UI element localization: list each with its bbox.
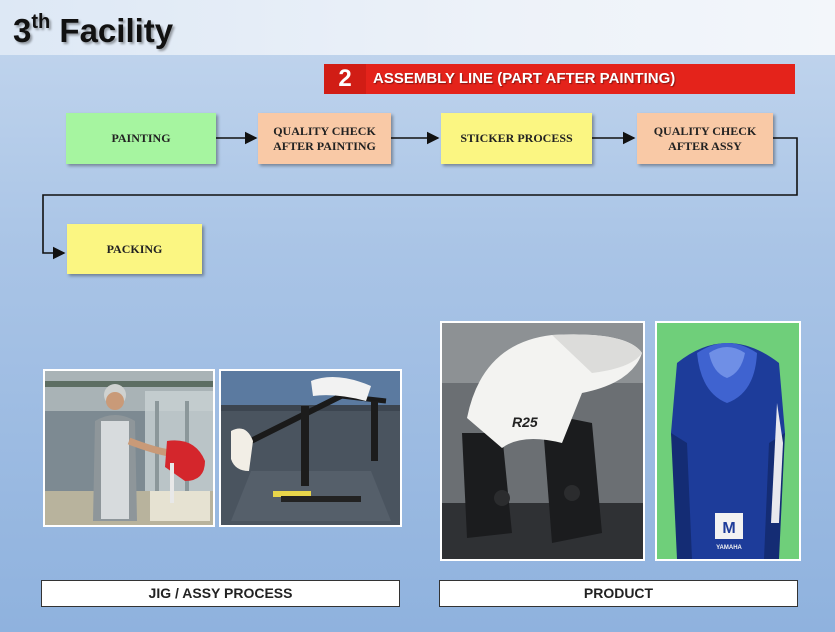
caption-product: PRODUCT [439,580,798,607]
caption-jig-assy-process: JIG / ASSY PROCESS [41,580,400,607]
section-label: ASSEMBLY LINE (PART AFTER PAINTING) [373,70,676,87]
svg-text:M: M [722,520,735,537]
step-sticker-process: STICKER PROCESS [441,113,592,164]
section-number: 2 [324,64,366,94]
arrow-4 [42,137,798,260]
svg-text:YAMAHA: YAMAHA [716,545,742,551]
svg-text:R25: R25 [512,414,538,430]
step-packing: PACKING [67,224,202,274]
blue-fender-product-photo: M YAMAHA [655,321,801,561]
jig-fixture-photo [219,369,402,527]
step-quality-check-after-painting: QUALITY CHECK AFTER PAINTING [258,113,391,164]
white-fender-product-photo: R25 [440,321,645,561]
page-title: 3th Facility [13,11,174,49]
title-band [0,0,835,55]
worker-at-jig-photo [43,369,215,527]
step-painting: PAINTING [66,113,216,164]
section-header: 2 ASSEMBLY LINE (PART AFTER PAINTING) [324,64,795,94]
step-quality-check-after-assy: QUALITY CHECK AFTER ASSY [637,113,773,164]
